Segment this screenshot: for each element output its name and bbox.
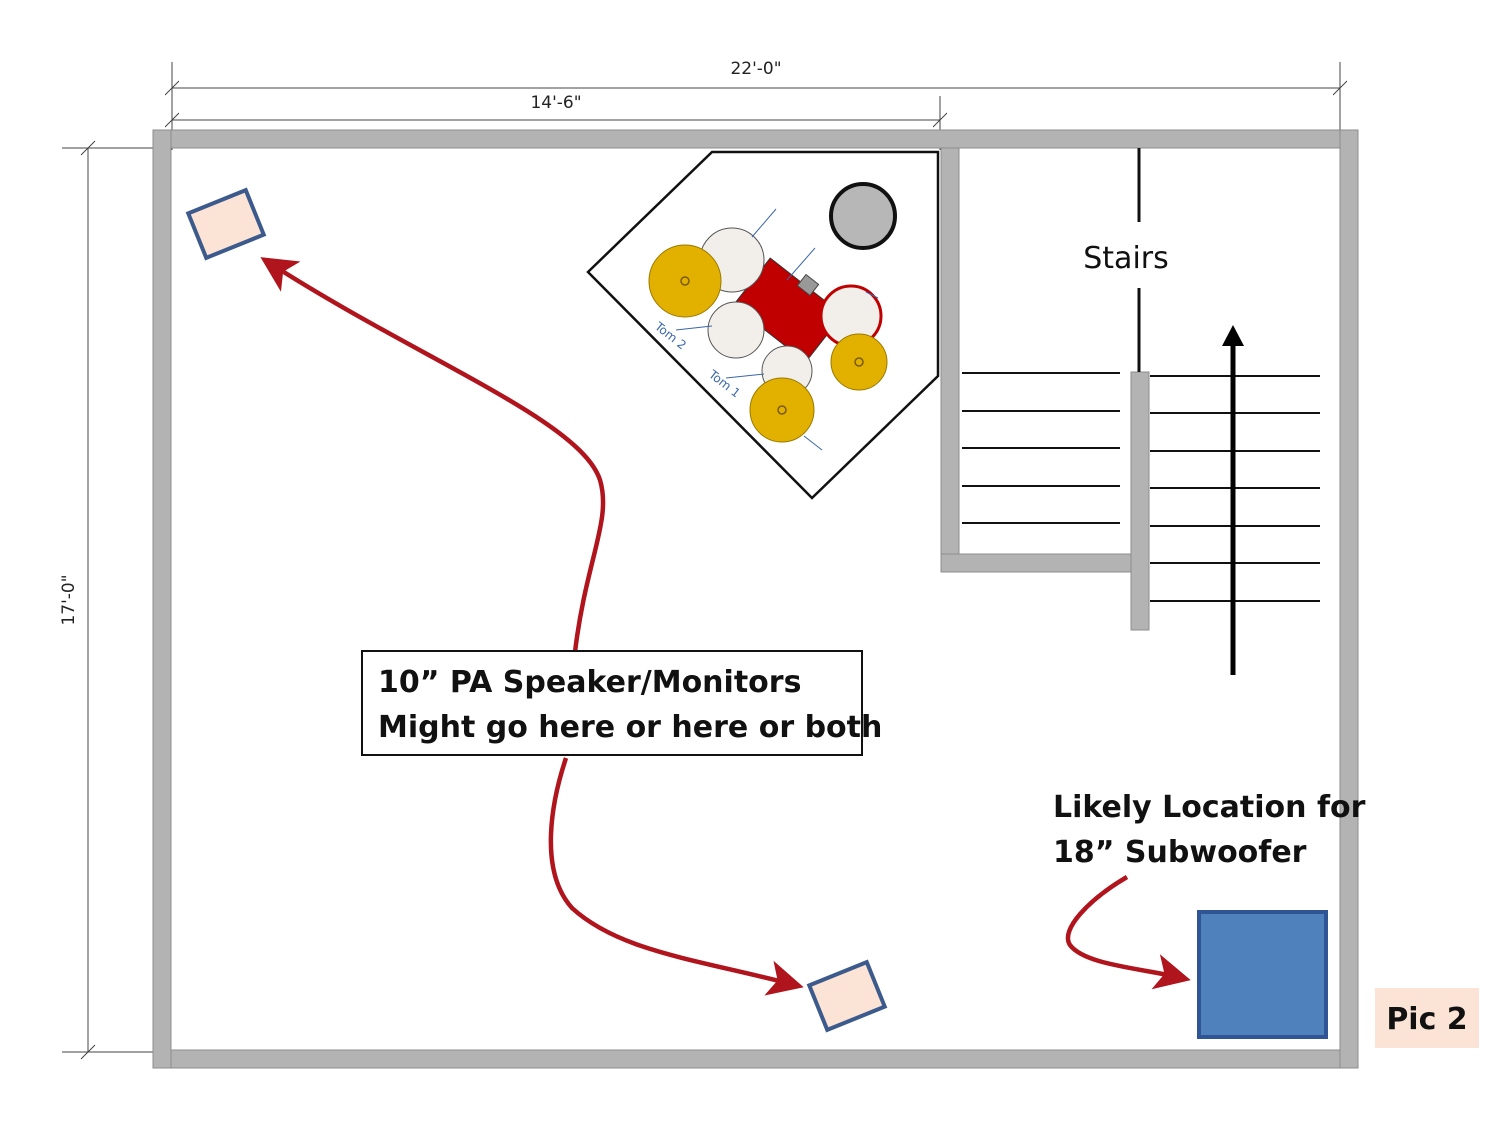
pa-speaker-top-left [185, 187, 267, 261]
dimension-partial-width: 14'-6" [164, 93, 948, 150]
speaker-callout-line2: Might go here or here or both [378, 710, 882, 745]
tom-2-drum [707, 301, 765, 359]
pa-speaker-bottom [806, 959, 888, 1033]
crash-cymbal-gray [829, 182, 897, 250]
subwoofer-callout-line1: Likely Location for [1053, 790, 1366, 825]
hihat-cymbal [648, 244, 722, 318]
room-walls [152, 129, 1359, 1069]
mic-pointers [675, 208, 879, 451]
speaker-callout: 10” PA Speaker/Monitors Might go here or… [361, 650, 882, 756]
pic-badge: Pic 2 [1375, 988, 1479, 1048]
dimension-height: 17'-0" [59, 140, 172, 1060]
arrow-to-bottom-speaker [548, 757, 804, 996]
height-label: 17'-0" [59, 574, 79, 625]
stair-walls [940, 147, 1150, 631]
subwoofer [1197, 910, 1328, 1039]
crash-cymbal [749, 377, 815, 443]
subwoofer-callout: Likely Location for 18” Subwoofer [1053, 790, 1366, 870]
pedal-icon [796, 273, 820, 297]
stair-direction-arrow [1222, 325, 1244, 675]
partial-width-label: 14'-6" [530, 93, 581, 113]
arrow-to-subwoofer [1065, 875, 1191, 990]
dimension-total-width: 22'-0" [164, 59, 1348, 150]
drum-kit: Tom 2 Tom 1 [648, 182, 897, 451]
total-width-label: 22'-0" [730, 59, 781, 79]
arrow-to-top-speaker [260, 257, 606, 653]
pic-badge-label: Pic 2 [1386, 1002, 1467, 1037]
stairs-label: Stairs [1083, 241, 1169, 276]
ride-cymbal [830, 333, 888, 391]
speaker-callout-line1: 10” PA Speaker/Monitors [378, 665, 801, 700]
subwoofer-callout-line2: 18” Subwoofer [1053, 835, 1307, 870]
